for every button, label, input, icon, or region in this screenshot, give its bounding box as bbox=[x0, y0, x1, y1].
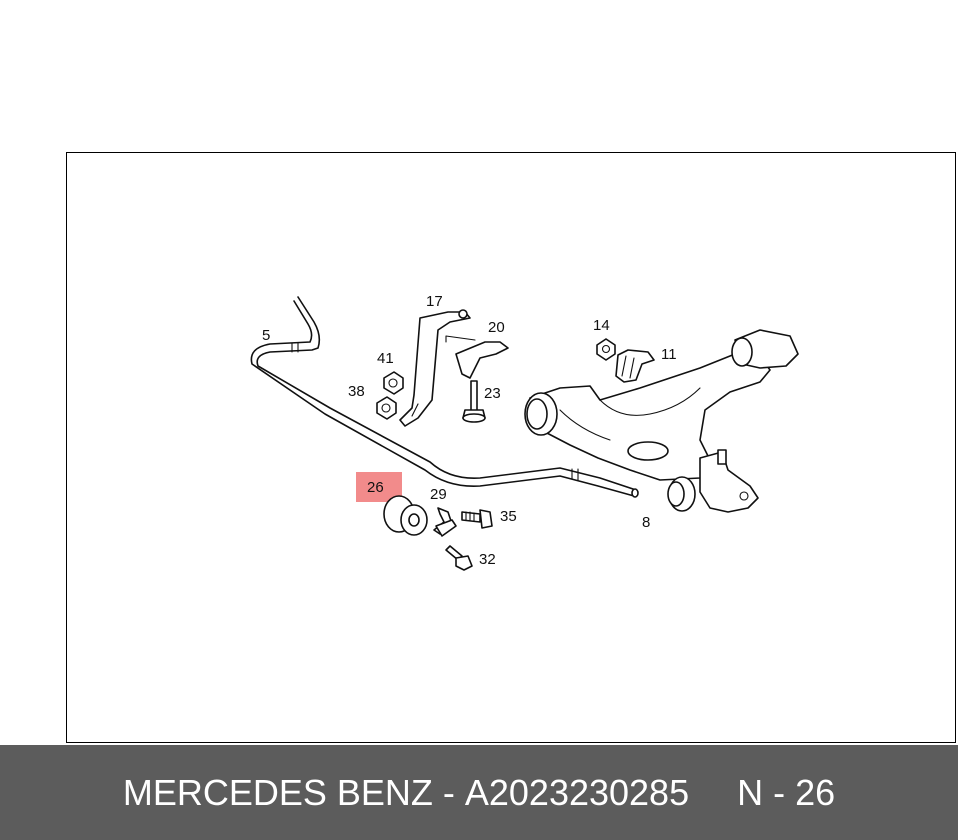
control-arm-bushing-front[interactable] bbox=[524, 392, 558, 436]
clamp-11[interactable] bbox=[615, 349, 655, 383]
footer-part-number: A2023230285 bbox=[464, 771, 690, 813]
footer-caption: MERCEDES BENZ - A2023230285 N - 26 bbox=[0, 745, 958, 840]
bolt-23[interactable] bbox=[462, 380, 486, 423]
nut-14[interactable] bbox=[596, 338, 616, 361]
callout-23: 23 bbox=[484, 385, 501, 402]
stabilizer-bushing-26[interactable] bbox=[383, 495, 428, 536]
callout-32: 32 bbox=[479, 551, 496, 568]
footer-bar: MERCEDES BENZ - A2023230285 N - 26 bbox=[0, 745, 958, 840]
nut-41[interactable] bbox=[383, 371, 404, 395]
knuckle-bushing[interactable] bbox=[667, 449, 759, 513]
callout-17: 17 bbox=[426, 293, 443, 310]
callout-38: 38 bbox=[348, 383, 365, 400]
bolt-35[interactable] bbox=[461, 509, 493, 529]
callout-35: 35 bbox=[500, 508, 517, 525]
bolt-32[interactable] bbox=[445, 545, 473, 571]
callout-29: 29 bbox=[430, 486, 447, 503]
footer-brand: MERCEDES BENZ bbox=[122, 771, 433, 813]
nut-38[interactable] bbox=[376, 396, 397, 420]
callout-11: 11 bbox=[661, 346, 677, 363]
control-arm-bushing-rear[interactable] bbox=[731, 329, 799, 369]
parts-diagram: 5 17 20 14 11 41 38 23 26 29 35 32 8 bbox=[250, 293, 799, 571]
callout-26: 26 bbox=[367, 479, 384, 496]
callout-5: 5 bbox=[262, 327, 270, 344]
callout-14: 14 bbox=[593, 317, 610, 334]
diagram-frame bbox=[66, 152, 956, 743]
callout-41: 41 bbox=[377, 350, 394, 367]
mounting-bracket[interactable] bbox=[399, 309, 471, 427]
stabilizer-bar[interactable] bbox=[250, 296, 639, 498]
bushing-clamp-29[interactable] bbox=[433, 507, 457, 537]
callout-8: 8 bbox=[642, 514, 650, 531]
callout-20: 20 bbox=[488, 319, 505, 336]
control-arm[interactable] bbox=[529, 351, 771, 481]
footer-separator: - bbox=[432, 771, 465, 813]
support-bracket[interactable] bbox=[445, 335, 509, 379]
footer-position-label: N - 26 bbox=[737, 771, 836, 813]
